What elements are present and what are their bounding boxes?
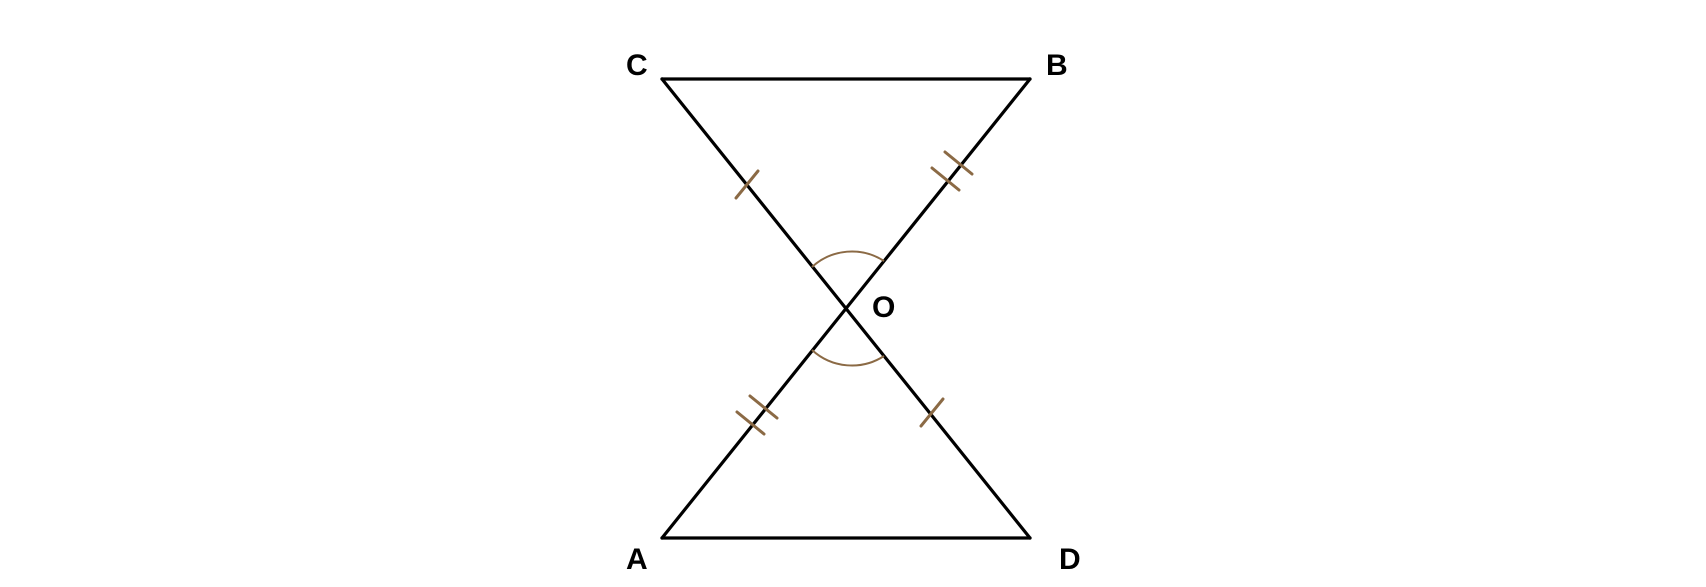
tick-co (734, 169, 760, 200)
angle-arc-aod (811, 349, 885, 367)
point-label-o: O (872, 291, 895, 324)
point-label-d: D (1059, 543, 1081, 576)
tick-ob-1 (930, 166, 961, 192)
segment-ab (660, 77, 1032, 540)
tick-ob-2 (943, 150, 974, 176)
point-label-a: A (626, 543, 648, 576)
point-label-c: C (626, 49, 648, 82)
point-label-b: B (1046, 49, 1068, 82)
angle-arc-cob (811, 250, 885, 268)
tick-od (919, 397, 945, 428)
tick-ao-1 (735, 410, 766, 436)
tick-ao-2 (748, 394, 779, 420)
